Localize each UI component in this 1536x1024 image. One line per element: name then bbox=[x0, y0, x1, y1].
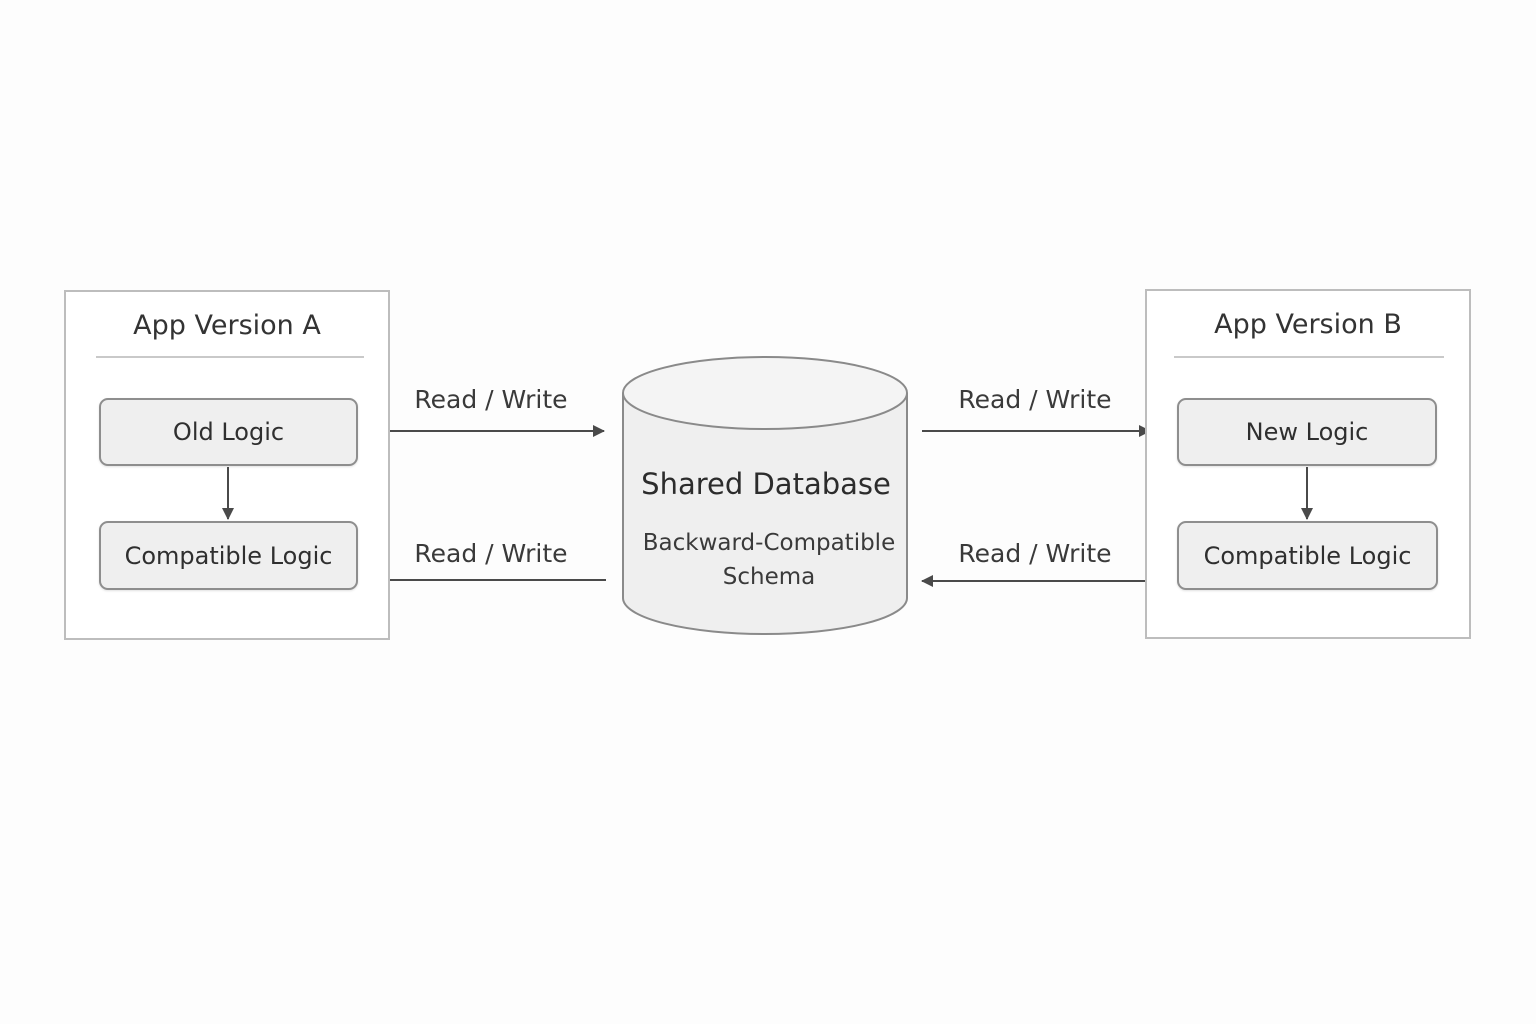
label-db-to-b: Read / Write bbox=[958, 385, 1112, 414]
database-cylinder bbox=[622, 356, 908, 635]
app-version-b-title: App Version B bbox=[1214, 309, 1402, 340]
label-db-to-a: Read / Write bbox=[414, 539, 568, 568]
app-version-a-title: App Version A bbox=[133, 310, 321, 341]
old-logic-box: Old Logic bbox=[99, 398, 358, 466]
label-b-to-db: Read / Write bbox=[958, 539, 1112, 568]
database-subtitle: Backward-Compatible Schema bbox=[642, 530, 896, 590]
label-a-to-db: Read / Write bbox=[414, 385, 568, 414]
database-title: Shared Database bbox=[641, 467, 891, 501]
app-a-compatible-logic-box: Compatible Logic bbox=[99, 521, 358, 590]
app-version-a-divider bbox=[96, 356, 364, 358]
app-b-compatible-logic-box: Compatible Logic bbox=[1177, 521, 1438, 590]
new-logic-box: New Logic bbox=[1177, 398, 1437, 466]
app-version-b-divider bbox=[1174, 356, 1444, 358]
